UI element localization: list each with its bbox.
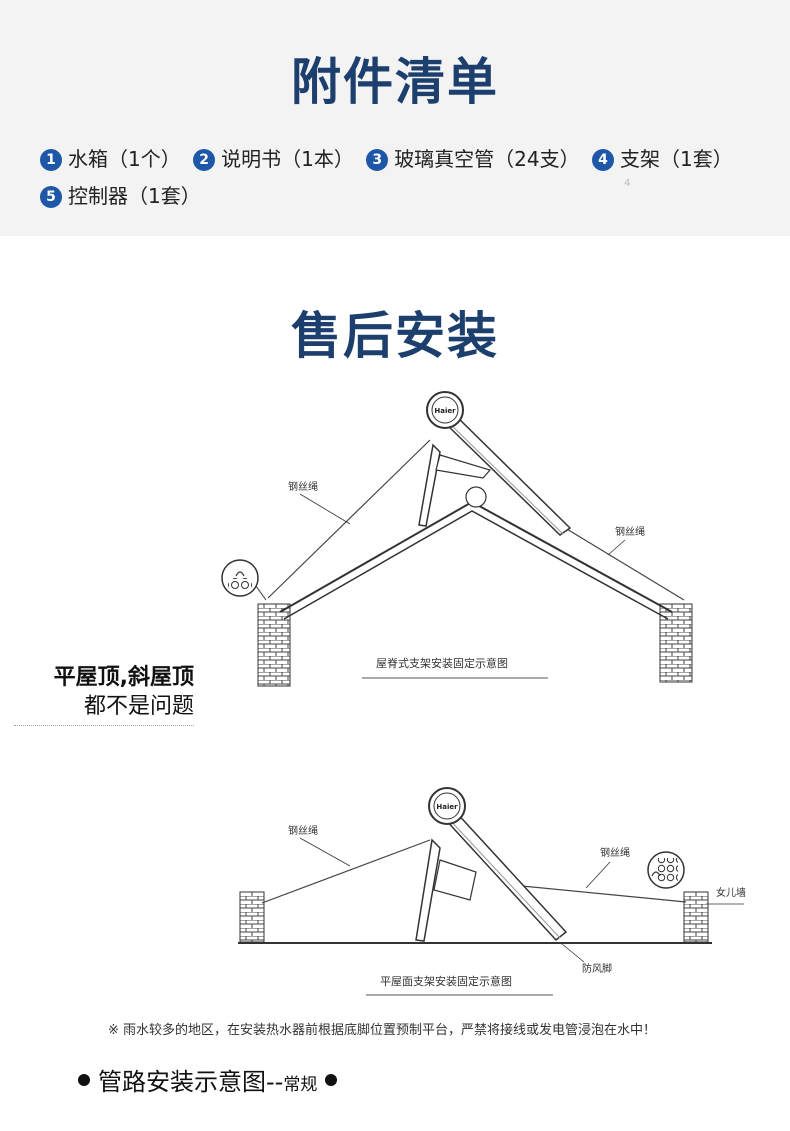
number-badge: 5: [40, 186, 62, 208]
accessory-item: 1 水箱（1个）: [40, 143, 181, 172]
accessories-list-row-2: 5 控制器（1套）: [40, 180, 207, 209]
faint-mark: 4: [624, 178, 631, 189]
accessory-item: 5 控制器（1套）: [40, 180, 201, 209]
left-wall: [239, 891, 265, 943]
brand-label: Haier: [434, 407, 456, 415]
parapet-label: 女儿墙: [716, 886, 746, 899]
pipeline-subtitle: 常规: [283, 1075, 318, 1095]
diagram-caption: 屋脊式支架安装固定示意图: [376, 656, 508, 670]
number-badge: 4: [592, 149, 614, 171]
accessory-label: 说明书（1本）: [221, 147, 354, 171]
installation-note: ※ 雨水较多的地区，在安装热水器前根据底脚位置预制平台，严禁将接线或发电管浸泡在…: [108, 1023, 657, 1038]
wire-label-right: 钢丝绳: [600, 846, 630, 859]
slogan-underline: [14, 725, 194, 726]
bullet-icon: [78, 1074, 90, 1086]
install-title: 售后安装: [291, 307, 499, 365]
accessories-section: [0, 0, 790, 236]
slogan: 平屋顶,斜屋顶 都不是问题: [14, 663, 194, 726]
bullet-icon: [325, 1074, 338, 1086]
accessory-label: 控制器（1套）: [68, 184, 201, 208]
pipeline-title: 管路安装示意图--: [98, 1068, 284, 1096]
wire-label-right: 钢丝绳: [615, 525, 645, 538]
number-badge: 1: [40, 149, 62, 171]
number-badge: 3: [366, 149, 389, 171]
windproof-foot-label: 防风脚: [582, 962, 612, 975]
parapet-wall: [683, 891, 709, 943]
wire-label-left: 钢丝绳: [288, 480, 318, 493]
accessory-label: 支架（1套）: [620, 147, 733, 171]
slogan-line-2: 都不是问题: [83, 694, 194, 719]
accessory-label: 水箱（1个）: [68, 147, 181, 171]
accessory-label: 玻璃真空管（24支）: [394, 147, 580, 171]
accessory-item: 4 支架（1套）: [592, 143, 733, 172]
brand-label: Haier: [436, 803, 458, 811]
number-badge: 2: [193, 149, 216, 171]
ridge-roof-diagram: Haier 钢丝绳 钢丝绳 屋脊式支架安装固定示意图: [221, 391, 693, 687]
pipeline-heading: 管路安装示意图--常规: [70, 1062, 345, 1097]
flat-roof-diagram: Haier 钢丝绳 钢丝绳 女儿墙 防风脚 平屋面支架安装固定示意图: [238, 787, 746, 996]
left-wall: [257, 603, 291, 687]
accessories-title: 附件清单: [291, 53, 499, 111]
wire-label-left: 钢丝绳: [288, 824, 318, 837]
slogan-line-1: 平屋顶,斜屋顶: [53, 665, 194, 690]
diagram-caption: 平屋面支架安装固定示意图: [380, 974, 512, 988]
